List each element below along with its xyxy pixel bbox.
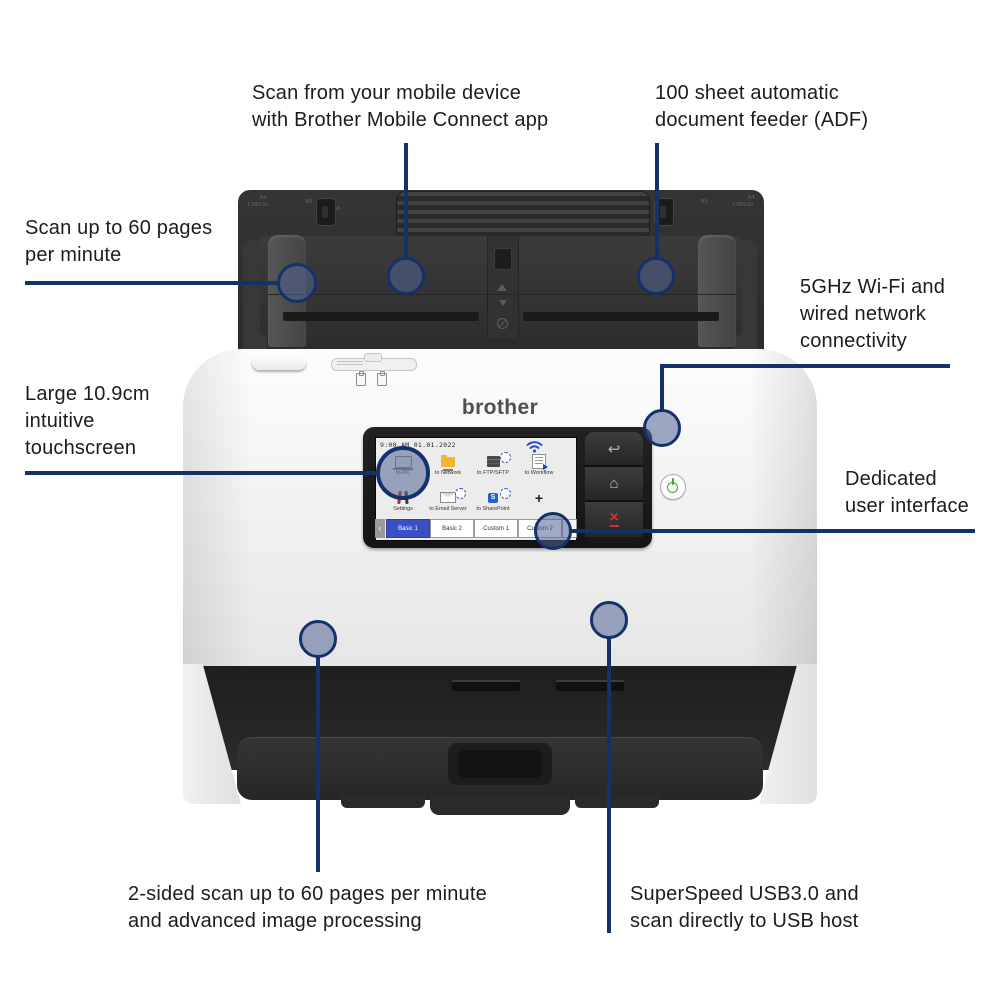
callout-line-dedicated-ui bbox=[570, 529, 975, 533]
output-slot-clip bbox=[556, 680, 624, 691]
home-icon: ⌂ bbox=[609, 475, 619, 492]
paper-guide-right[interactable] bbox=[698, 235, 736, 347]
callout-marker-duplex bbox=[299, 620, 337, 658]
callout-marker-dedicated-ui bbox=[534, 512, 572, 550]
adf-center-clip bbox=[494, 248, 512, 270]
app-scan-to-email-server[interactable]: to Email Server bbox=[425, 488, 471, 513]
plus-icon: + bbox=[534, 489, 544, 506]
callout-line-mobile bbox=[404, 143, 408, 259]
output-slot-clip bbox=[452, 680, 520, 691]
tray-extension-left bbox=[341, 795, 425, 808]
tab-scroll-left-button[interactable]: ‹ bbox=[375, 519, 385, 538]
paper-size-marking: LTR/LGL bbox=[733, 202, 755, 208]
feed-slot-right bbox=[523, 312, 719, 321]
callout-line-speed bbox=[25, 281, 279, 285]
paper-guide-lock-knob[interactable] bbox=[654, 198, 674, 226]
tab-basic-1[interactable]: Basic 1 bbox=[386, 519, 430, 538]
callout-marker-wifi bbox=[643, 409, 681, 447]
feed-slot-left bbox=[283, 312, 479, 321]
tray-seam-line bbox=[266, 294, 736, 295]
feed-direction-icon bbox=[499, 300, 507, 306]
document-mode-icon bbox=[377, 371, 387, 386]
app-scan-to-workflow[interactable]: to Workflow bbox=[516, 453, 562, 477]
app-scan-to-network[interactable]: to Network bbox=[425, 453, 471, 477]
paper-guide-lock-knob[interactable] bbox=[316, 198, 336, 226]
slider-ridges bbox=[337, 361, 363, 367]
home-button[interactable]: ⌂ bbox=[585, 467, 643, 502]
back-button[interactable]: ↩ bbox=[585, 432, 643, 467]
back-icon: ↩ bbox=[607, 440, 621, 458]
callout-marker-usb bbox=[590, 601, 628, 639]
ftp-server-icon bbox=[470, 452, 516, 470]
app-scan-to-sharepoint[interactable]: S to SharePoint bbox=[470, 488, 516, 513]
sharepoint-icon: S bbox=[470, 488, 516, 506]
tray-extension-center bbox=[430, 795, 570, 815]
touchscreen[interactable]: 9:00 AM 01.01.2022 to PC to Network to F… bbox=[375, 437, 577, 541]
adf-grip-ridges bbox=[396, 191, 650, 239]
brother-logo: brother bbox=[461, 396, 539, 419]
power-button[interactable] bbox=[660, 474, 686, 500]
app-add-shortcut[interactable]: + bbox=[516, 489, 562, 506]
app-settings[interactable]: Settings bbox=[380, 489, 426, 513]
status-datetime: 9:00 AM 01.01.2022 bbox=[380, 441, 456, 449]
wifi-icon bbox=[526, 440, 543, 458]
callout-line-usb bbox=[607, 637, 611, 933]
workflow-list-icon bbox=[516, 453, 562, 470]
document-mode-icon bbox=[356, 371, 366, 386]
paper-size-marking: B5 bbox=[701, 199, 708, 205]
tray-extension-right bbox=[575, 795, 659, 808]
tab-custom-1[interactable]: Custom 1 bbox=[474, 519, 518, 538]
callout-marker-speed bbox=[277, 263, 317, 303]
output-tray-handle-recess bbox=[458, 750, 542, 778]
cover-release-latch[interactable] bbox=[252, 355, 306, 370]
paper-size-marking: A4 bbox=[260, 195, 267, 201]
envelope-icon bbox=[425, 488, 471, 506]
paper-size-marking: B5 bbox=[306, 199, 313, 205]
callout-marker-adf bbox=[637, 257, 675, 295]
callout-line-wifi bbox=[662, 364, 950, 368]
callout-line-wifi bbox=[660, 364, 664, 412]
cancel-icon: × bbox=[609, 509, 619, 526]
paper-load-icon bbox=[497, 284, 507, 291]
callout-line-touchscreen bbox=[25, 471, 380, 475]
tab-basic-2[interactable]: Basic 2 bbox=[430, 519, 474, 538]
paper-size-marking: A4 bbox=[748, 195, 755, 201]
no-staples-icon bbox=[497, 318, 508, 329]
callout-line-adf bbox=[655, 143, 659, 259]
hardware-button-column: ↩ ⌂ × bbox=[585, 432, 643, 543]
paper-size-marking: LTR/LGL bbox=[248, 202, 270, 208]
paper-size-marking: A5 bbox=[334, 206, 341, 212]
feed-mode-slider-tab[interactable] bbox=[364, 353, 382, 362]
callout-marker-mobile bbox=[387, 257, 425, 295]
callout-line-duplex bbox=[316, 656, 320, 872]
callout-marker-touchscreen bbox=[376, 446, 430, 500]
network-folder-icon bbox=[425, 453, 471, 471]
app-scan-to-ftp[interactable]: to FTP/SFTP bbox=[470, 452, 516, 477]
